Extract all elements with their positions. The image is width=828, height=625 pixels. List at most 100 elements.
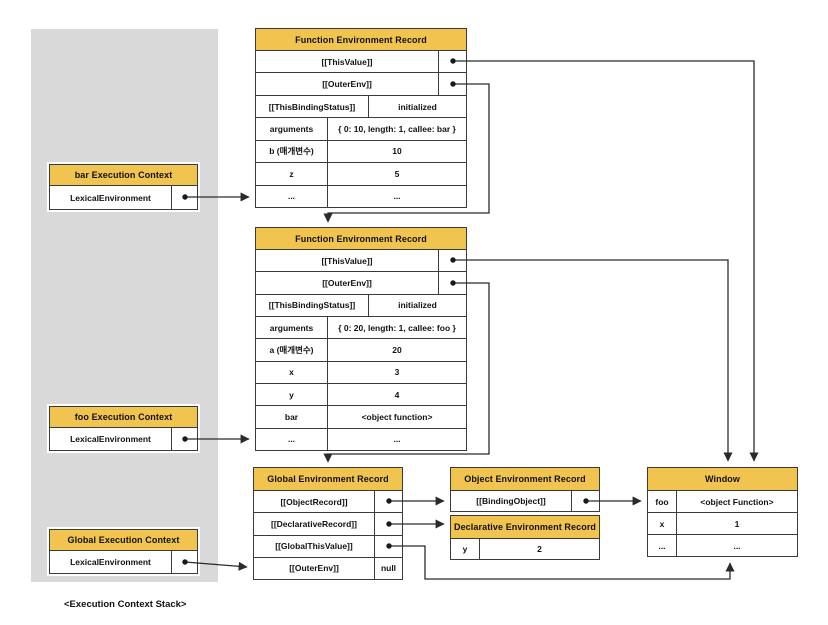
declarative-environment-record: Declarative Environment Record y 2 bbox=[450, 515, 600, 560]
record-key: [[ThisValue]] bbox=[321, 56, 373, 67]
record-value: 4 bbox=[327, 383, 466, 406]
box-title: Global Execution Context bbox=[50, 530, 197, 551]
box-title: bar Execution Context bbox=[50, 165, 197, 186]
record-key: LexicalEnvironment bbox=[70, 434, 151, 444]
record-value: { 0: 10, length: 1, callee: bar } bbox=[327, 118, 466, 140]
record-key: [[BindingObject]] bbox=[476, 496, 546, 506]
pointer-dot-cell bbox=[571, 491, 599, 511]
stack-caption: <Execution Context Stack> bbox=[64, 599, 187, 610]
table-row: LexicalEnvironment bbox=[50, 428, 197, 450]
table-title: Function Environment Record bbox=[256, 29, 466, 51]
record-value: null bbox=[374, 557, 402, 579]
record-key: y bbox=[462, 544, 468, 554]
table-row: ... ... bbox=[256, 427, 466, 450]
table-row: ... ... bbox=[256, 184, 466, 207]
record-key: [[DeclarativeRecord]] bbox=[271, 518, 357, 529]
record-value: ... bbox=[676, 535, 797, 556]
record-value: { 0: 20, length: 1, callee: foo } bbox=[327, 316, 466, 339]
table-row: LexicalEnvironment bbox=[50, 551, 197, 573]
pointer-dot-cell bbox=[171, 428, 197, 450]
record-value: 2 bbox=[479, 539, 599, 559]
record-value: <object Function> bbox=[676, 491, 797, 512]
record-value: ... bbox=[327, 185, 466, 207]
record-value: <object function> bbox=[327, 406, 466, 428]
record-value: initialized bbox=[368, 95, 466, 118]
record-key: [[OuterEnv]] bbox=[289, 563, 339, 574]
pointer-dot-cell bbox=[438, 51, 466, 73]
record-key: arguments bbox=[269, 322, 314, 333]
table-row: x 1 bbox=[648, 512, 797, 534]
record-key: ... bbox=[287, 434, 296, 445]
table-title: Function Environment Record bbox=[256, 228, 466, 250]
record-value: ... bbox=[327, 428, 466, 450]
pointer-dot-cell bbox=[438, 272, 466, 294]
foo-execution-context-box: foo Execution Context LexicalEnvironment bbox=[49, 406, 198, 451]
record-key: [[OuterEnv]] bbox=[322, 277, 372, 288]
box-title: foo Execution Context bbox=[50, 407, 197, 428]
pointer-dot-cell bbox=[171, 186, 197, 209]
arrow-fer2-thisvalue-to-window bbox=[453, 259, 733, 462]
global-environment-record: Global Environment Record [[ObjectRecord… bbox=[253, 467, 403, 580]
pointer-dot-cell bbox=[171, 551, 197, 573]
table-row: arguments { 0: 10, length: 1, callee: ba… bbox=[256, 117, 466, 140]
function-environment-record-foo: Function Environment Record [[ThisValue]… bbox=[255, 227, 467, 451]
record-key: foo bbox=[655, 496, 669, 507]
record-key: z bbox=[289, 168, 294, 179]
table-row: ... ... bbox=[648, 534, 797, 556]
table-row: LexicalEnvironment bbox=[50, 186, 197, 209]
table-row: [[ThisValue]] bbox=[256, 51, 466, 73]
table-title: Declarative Environment Record bbox=[451, 516, 599, 539]
object-environment-record: Object Environment Record [[BindingObjec… bbox=[450, 467, 600, 512]
record-key: a (매개변수) bbox=[269, 344, 314, 355]
record-key: [[GlobalThisValue]] bbox=[275, 541, 353, 552]
window-object: Window foo <object Function> x 1 ... ... bbox=[647, 467, 798, 557]
table-row: x 3 bbox=[256, 360, 466, 383]
record-key: [[ObjectRecord]] bbox=[280, 496, 348, 507]
pointer-dot-cell bbox=[374, 535, 402, 557]
record-key: [[ThisBindingStatus]] bbox=[268, 300, 356, 311]
table-row: [[DeclarativeRecord]] bbox=[254, 512, 402, 535]
record-value: 20 bbox=[327, 339, 466, 361]
record-key: ... bbox=[287, 191, 296, 202]
pointer-dot-cell bbox=[438, 250, 466, 272]
record-value: 5 bbox=[327, 163, 466, 185]
table-row: [[OuterEnv]] bbox=[256, 271, 466, 294]
pointer-dot-cell bbox=[374, 513, 402, 535]
record-key: LexicalEnvironment bbox=[70, 557, 151, 567]
record-value: 10 bbox=[327, 140, 466, 163]
table-row: [[GlobalThisValue]] bbox=[254, 534, 402, 557]
table-row: a (매개변수) 20 bbox=[256, 338, 466, 361]
record-key: [[ThisValue]] bbox=[321, 255, 373, 266]
table-row: z 5 bbox=[256, 162, 466, 185]
record-key: [[OuterEnv]] bbox=[322, 79, 372, 90]
function-environment-record-bar: Function Environment Record [[ThisValue]… bbox=[255, 28, 467, 208]
table-title: Window bbox=[648, 468, 797, 491]
record-value: 3 bbox=[327, 361, 466, 383]
table-row: y 4 bbox=[256, 382, 466, 406]
table-row: [[OuterEnv]] null bbox=[254, 556, 402, 579]
table-row: [[ThisValue]] bbox=[256, 250, 466, 272]
table-row: y 2 bbox=[451, 539, 599, 559]
record-key: b (매개변수) bbox=[269, 146, 314, 157]
table-row: arguments { 0: 20, length: 1, callee: fo… bbox=[256, 315, 466, 339]
table-row: foo <object Function> bbox=[648, 491, 797, 512]
pointer-dot-cell bbox=[438, 73, 466, 95]
record-key: x bbox=[659, 518, 665, 529]
table-row: [[BindingObject]] bbox=[451, 491, 599, 511]
record-value: 1 bbox=[676, 513, 797, 534]
record-value: initialized bbox=[368, 294, 466, 316]
pointer-dot-cell bbox=[374, 491, 402, 513]
table-row: b (매개변수) 10 bbox=[256, 139, 466, 163]
execution-context-stack-panel bbox=[31, 29, 218, 582]
table-row: [[ThisBindingStatus]] initialized bbox=[256, 293, 466, 316]
table-row: [[OuterEnv]] bbox=[256, 72, 466, 95]
table-row: bar <object function> bbox=[256, 405, 466, 428]
table-title: Object Environment Record bbox=[451, 468, 599, 491]
arrow-fer1-thisvalue-to-window bbox=[453, 60, 759, 462]
bar-execution-context-box: bar Execution Context LexicalEnvironment bbox=[49, 164, 198, 210]
record-key: LexicalEnvironment bbox=[70, 192, 151, 203]
record-key: y bbox=[289, 389, 294, 400]
table-row: [[ObjectRecord]] bbox=[254, 491, 402, 513]
record-key: [[ThisBindingStatus]] bbox=[268, 101, 356, 112]
